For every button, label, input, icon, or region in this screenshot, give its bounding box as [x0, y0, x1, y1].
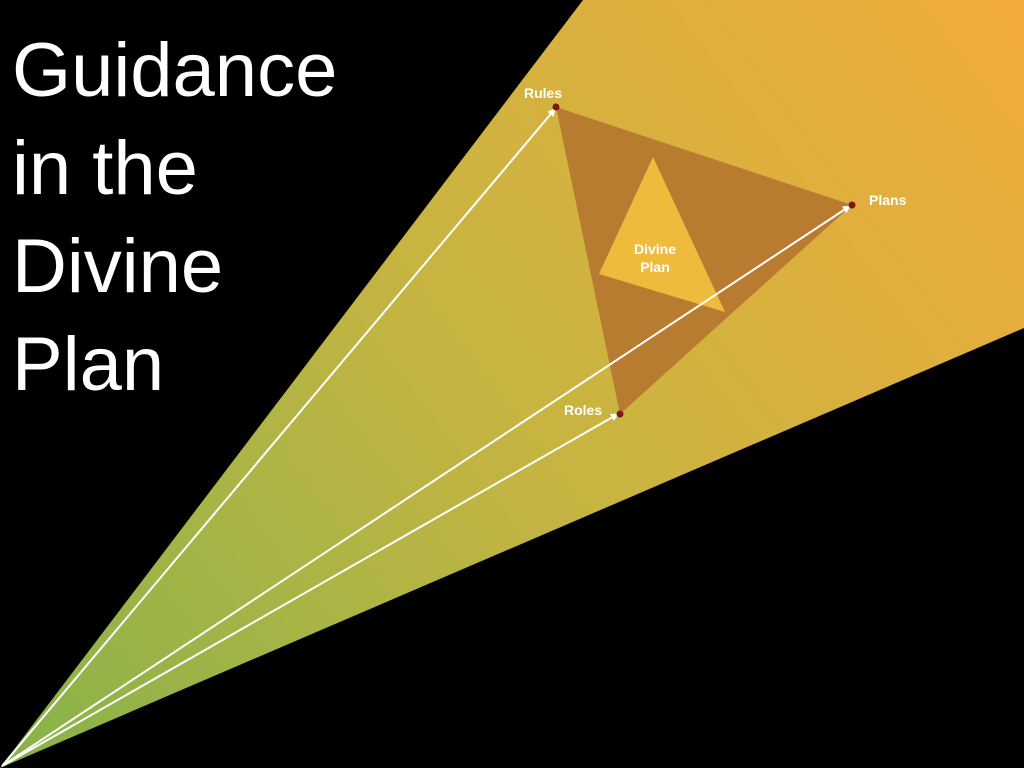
title-line: Plan [12, 322, 165, 407]
title-line: Guidance [12, 28, 338, 113]
divine-plan-line: Divine [633, 241, 676, 257]
divine-plan-label: Divine Plan [620, 240, 690, 276]
plans-dot [848, 201, 856, 209]
title-line: in the [12, 126, 198, 211]
outer-triangle [556, 107, 852, 414]
inner-triangle [599, 157, 725, 312]
plans-label: Plans [869, 192, 907, 208]
arrow-to-roles [1, 413, 619, 767]
rules-label: Rules [524, 85, 563, 101]
roles-dot [616, 410, 624, 418]
roles-label: Roles [564, 402, 603, 418]
rules-dot [552, 103, 560, 111]
arrow-to-rules [1, 108, 556, 767]
title-line: Divine [12, 224, 224, 309]
arrow-to-plans [1, 205, 851, 767]
divine-plan-line: Plan [640, 259, 670, 275]
slide-title: Guidance in the Divine Plan [12, 22, 337, 414]
